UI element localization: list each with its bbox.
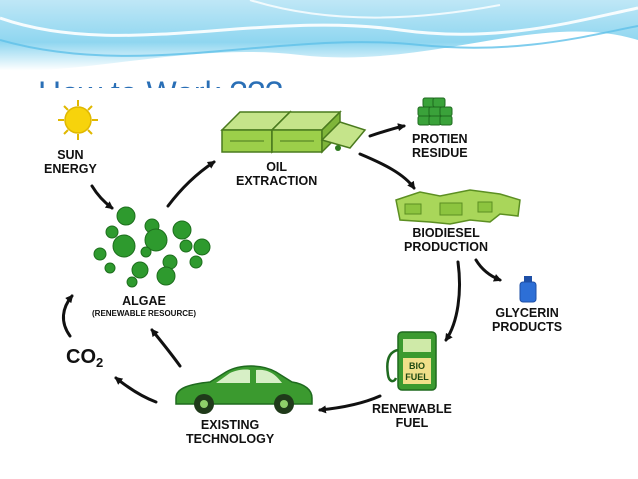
fuel-label-line2: FUEL: [372, 416, 452, 430]
car-label-line2: TECHNOLOGY: [186, 432, 274, 446]
arrow-oil-to-biodiesel: [360, 154, 414, 188]
protein-label-line1: PROTIEN: [412, 132, 468, 146]
arrow-oil-to-protein: [370, 126, 404, 136]
oil-label-line2: EXTRACTION: [236, 174, 317, 188]
sun-energy-label: SUN ENERGY: [44, 148, 97, 176]
biodiesel-plant-icon: [396, 190, 520, 224]
extraction-machine-icon: [222, 112, 365, 152]
biodiesel-label-line2: PRODUCTION: [404, 240, 488, 254]
cube-stack-icon: [418, 98, 452, 125]
fuel-label-line1: RENEWABLE: [372, 402, 452, 416]
biodiesel-label-line1: BIODIESEL: [404, 226, 488, 240]
protein-residue-label: PROTIEN RESIDUE: [412, 132, 468, 160]
arrow-biodiesel-to-glycerin: [476, 260, 500, 280]
oil-extraction-label: OIL EXTRACTION: [236, 160, 317, 188]
pump-text-line1: BIO: [404, 361, 430, 372]
glycerin-products-label: GLYCERIN PRODUCTS: [492, 306, 562, 334]
biodiesel-production-label: BIODIESEL PRODUCTION: [404, 226, 488, 254]
co2-base: CO: [66, 346, 96, 368]
existing-technology-label: EXISTING TECHNOLOGY: [186, 418, 274, 446]
algae-label-line2: (RENEWABLE RESOURCE): [92, 308, 196, 319]
sun-label-line2: ENERGY: [44, 162, 97, 176]
sun-label-line1: SUN: [44, 148, 97, 162]
algae-label-line1: ALGAE: [92, 294, 196, 308]
co2-text: CO2: [66, 346, 103, 368]
protein-label-line2: RESIDUE: [412, 146, 468, 160]
arrow-biodiesel-to-fuel: [446, 262, 460, 340]
arrow-fuel-to-car: [320, 396, 380, 410]
arrow-algae-to-oil: [168, 162, 214, 206]
pump-bio-fuel-text: BIO FUEL: [404, 361, 430, 383]
co2-label: CO2: [66, 346, 103, 374]
arrow-co2-to-algae: [63, 296, 72, 336]
renewable-fuel-label: RENEWABLE FUEL: [372, 402, 452, 430]
pump-text-line2: FUEL: [404, 372, 430, 383]
algae-cluster-icon: [94, 207, 210, 287]
arrow-car-to-algae: [152, 330, 180, 366]
glycerin-label-line2: PRODUCTS: [492, 320, 562, 334]
arrow-car-to-co2: [116, 378, 156, 402]
oil-label-line1: OIL: [236, 160, 317, 174]
car-icon: [176, 366, 312, 414]
bottle-icon: [520, 276, 536, 302]
arrow-sun-to-algae: [92, 186, 112, 208]
co2-subscript: 2: [96, 355, 103, 370]
algae-label: ALGAE (RENEWABLE RESOURCE): [92, 294, 196, 319]
car-label-line1: EXISTING: [186, 418, 274, 432]
glycerin-label-line1: GLYCERIN: [492, 306, 562, 320]
sun-icon: [58, 100, 98, 140]
